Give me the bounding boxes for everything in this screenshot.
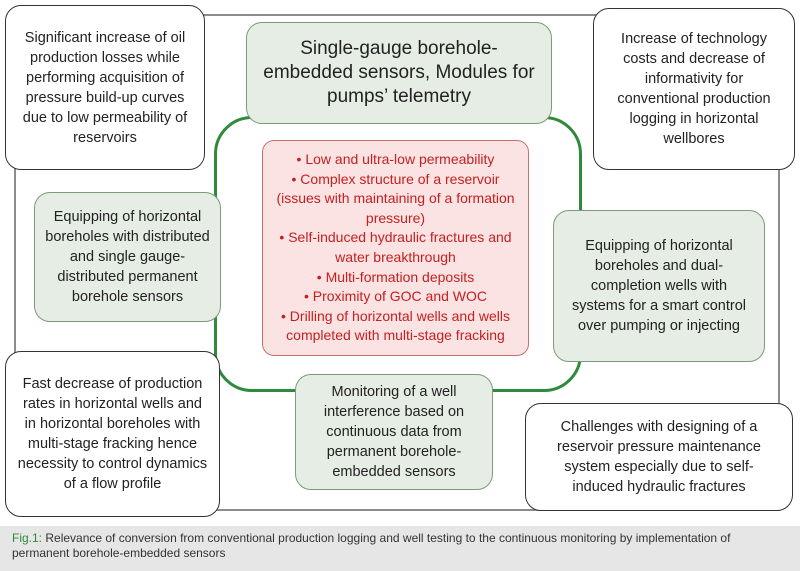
box-reservoir-challenges: • Low and ultra-low permeability • Compl…: [262, 140, 529, 356]
box-technology-costs-text: Increase of technology costs and decreas…: [617, 31, 771, 147]
challenge-item: • Multi-formation deposits: [316, 268, 475, 285]
challenge-item: • Complex structure of a reservoir (issu…: [276, 170, 515, 226]
box-production-decrease: Fast decrease of production rates in hor…: [5, 351, 220, 517]
figure-label: Fig.1:: [12, 531, 43, 545]
challenge-item: • Self-induced hydraulic fractures and w…: [279, 229, 512, 265]
box-distributed-sensors-text: Equipping of horizontal boreholes with d…: [45, 209, 210, 305]
box-distributed-sensors: Equipping of horizontal boreholes with d…: [34, 192, 221, 322]
box-well-interference: Monitoring of a well interference based …: [295, 374, 493, 490]
box-well-interference-text: Monitoring of a well interference based …: [323, 384, 465, 480]
box-single-gauge-sensors: Single-gauge borehole-embedded sensors, …: [246, 22, 552, 124]
figure-caption-text: Relevance of conversion from conventiona…: [12, 531, 731, 560]
box-oil-production-losses-text: Significant increase of oil production l…: [22, 29, 188, 146]
box-production-decrease-text: Fast decrease of production rates in hor…: [17, 376, 208, 492]
challenge-item: • Low and ultra-low permeability: [296, 151, 495, 168]
box-pressure-maintenance-text: Challenges with designing of a reservoir…: [557, 419, 761, 495]
box-smart-control-text: Equipping of horizontal boreholes and du…: [571, 238, 747, 334]
box-single-gauge-sensors-text: Single-gauge borehole-embedded sensors, …: [263, 38, 535, 107]
challenge-item: • Proximity of GOC and WOC: [303, 288, 488, 305]
figure-caption: Fig.1: Relevance of conversion from conv…: [0, 526, 800, 571]
box-technology-costs: Increase of technology costs and decreas…: [593, 8, 795, 170]
box-pressure-maintenance: Challenges with designing of a reservoir…: [525, 403, 793, 511]
reservoir-challenges-list: • Low and ultra-low permeability • Compl…: [269, 150, 522, 346]
box-smart-control: Equipping of horizontal boreholes and du…: [553, 210, 765, 362]
outer-frame: [14, 14, 780, 511]
challenge-item: • Drilling of horizontal wells and wells…: [281, 307, 510, 344]
box-oil-production-losses: Significant increase of oil production l…: [5, 5, 205, 170]
